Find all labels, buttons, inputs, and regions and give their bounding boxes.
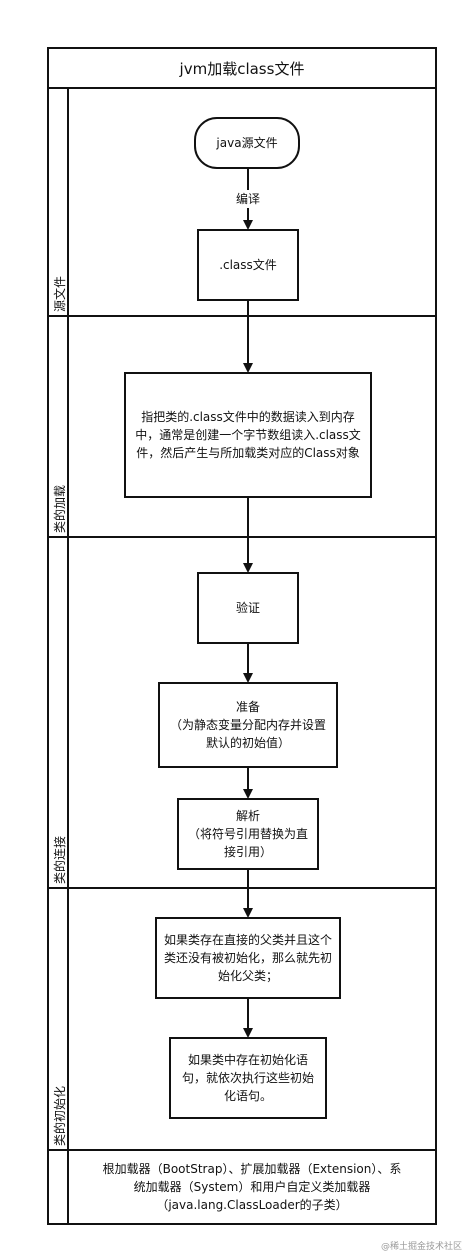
compile-label: 编译 xyxy=(222,190,274,208)
init-parent-box xyxy=(155,917,341,999)
classloader-line-1: 根加载器（BootStrap）、扩展加载器（Extension）、系 xyxy=(102,1162,402,1176)
lane-label-source: 源文件 xyxy=(53,275,67,312)
diagram-frame xyxy=(47,47,437,1225)
prepare-content: 准备 （为静态变量分配内存并设置默认的初始值） xyxy=(165,683,331,767)
lane-label-loading: 类的加载 xyxy=(53,484,67,533)
diagram-title: jvm加载class文件 xyxy=(179,59,305,78)
resolve-content: 解析 （将符号引用替换为直接引用） xyxy=(184,799,312,869)
verify-label: 验证 xyxy=(235,601,260,615)
classloader-line-3: （java.lang.ClassLoader的子类） xyxy=(156,1198,348,1212)
prepare-description: （为静态变量分配内存并设置默认的初始值） xyxy=(169,718,326,750)
init-statements-box xyxy=(169,1037,327,1119)
classloader-line-2: 统加载器（System）和用户自定义类加载器 xyxy=(133,1180,371,1194)
lane-label-initialization: 类的初始化 xyxy=(53,1085,67,1146)
lane-label-linking: 类的连接 xyxy=(53,835,67,884)
resolve-title: 解析 xyxy=(235,809,260,823)
classloader-note: 根加载器（BootStrap）、扩展加载器（Extension）、系 统加载器（… xyxy=(70,1150,434,1224)
init-parent-description: 如果类存在直接的父类并且这个类还没有被初始化，那么就先初始化父类； xyxy=(164,933,333,983)
init-statements-description: 如果类中存在初始化语句，就依次执行这些初始化语句。 xyxy=(181,1053,314,1103)
class-file-label: .class文件 xyxy=(219,258,277,272)
class-file-box xyxy=(197,229,299,301)
java-source-label: java源文件 xyxy=(216,136,278,150)
prepare-title: 准备 xyxy=(235,700,260,714)
loading-description: 指把类的.class文件中的数据读入到内存中，通常是创建一个字节数组读入.cla… xyxy=(135,410,361,460)
watermark: @稀土掘金技术社区 xyxy=(380,1242,462,1252)
prepare-box xyxy=(158,682,338,768)
resolve-description: （将符号引用替换为直接引用） xyxy=(187,827,308,859)
resolve-box xyxy=(177,798,319,870)
loading-box xyxy=(124,372,372,498)
